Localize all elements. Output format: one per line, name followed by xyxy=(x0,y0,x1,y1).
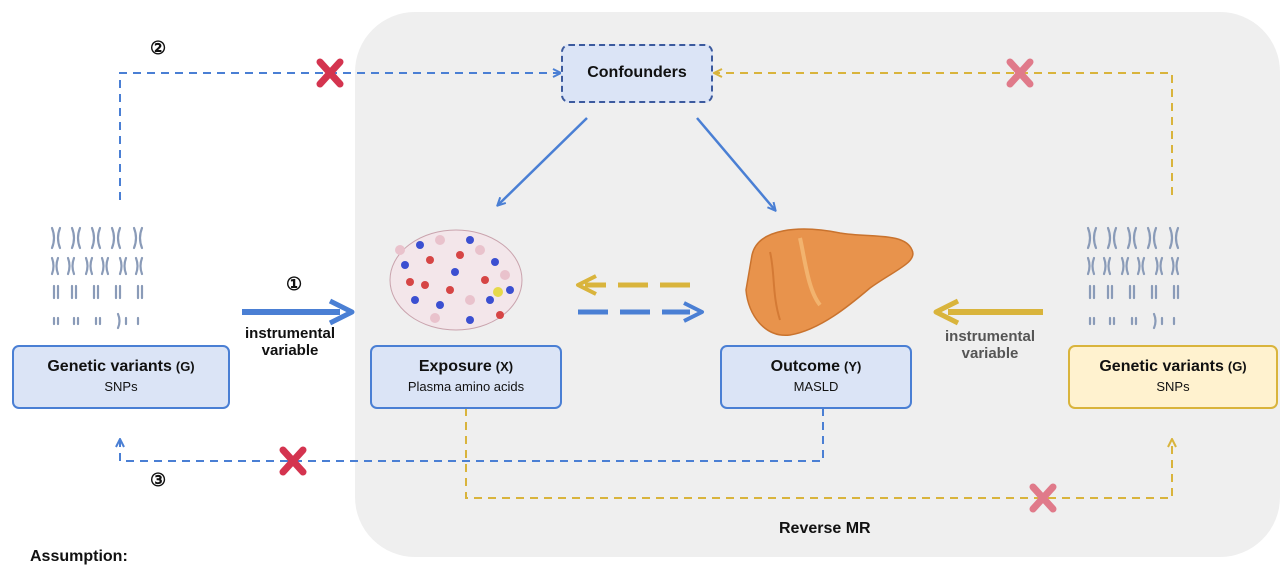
exposure-sub: Plasma amino acids xyxy=(407,379,525,394)
exposure-box: Exposure(X) Plasma amino acids xyxy=(370,345,562,409)
path-exposure-to-right-gv xyxy=(465,408,1172,499)
assumption-label: Assumption: xyxy=(30,548,128,565)
exposure-symbol: (X) xyxy=(495,359,514,374)
assumption-1-marker: ① xyxy=(286,274,303,294)
gv-left-symbol: (G) xyxy=(175,359,195,374)
outcome-box: Outcome (Y) MASLD xyxy=(720,345,912,409)
liver-icon xyxy=(745,228,914,336)
gv-right-sub: SNPs xyxy=(1156,379,1190,394)
exposure-title: Exposure xyxy=(418,358,492,375)
arrow-gv-to-exposure xyxy=(242,298,355,326)
confounders-box: Confounders xyxy=(561,44,713,103)
arrow-right-gv-to-outcome xyxy=(933,298,1043,326)
gv-left-sub: SNPs xyxy=(104,379,138,394)
assumption-3-marker: ③ xyxy=(150,470,167,490)
path-right-gv-to-confounders xyxy=(715,73,1173,195)
cross-icon xyxy=(316,58,344,88)
outcome-symbol: (Y) xyxy=(844,359,862,374)
chromosome-icon xyxy=(50,226,144,330)
chromosome-icon xyxy=(1086,226,1180,330)
confounders-label: Confounders xyxy=(587,64,687,81)
gv-right-symbol: (G) xyxy=(1227,359,1247,374)
arrow-confounders-to-exposure xyxy=(498,117,588,205)
genetic-variants-left-box: Genetic variants(G) SNPs xyxy=(12,345,230,409)
instrumental-variable-left-label: instrumental variable xyxy=(244,325,335,359)
cross-icon xyxy=(1029,483,1057,513)
protein-icon xyxy=(389,229,523,331)
outcome-title: Outcome xyxy=(770,358,840,375)
gv-left-title: Genetic variants xyxy=(47,358,172,375)
arrow-exposure-to-outcome xyxy=(578,301,704,323)
gv-right-title: Genetic variants xyxy=(1099,358,1224,375)
cross-icon xyxy=(279,446,307,476)
arrow-confounders-to-outcome xyxy=(696,117,775,210)
genetic-variants-right-box: Genetic variants(G) SNPs xyxy=(1068,345,1278,409)
cross-icon xyxy=(1006,58,1034,88)
assumption-2-marker: ② xyxy=(150,38,167,58)
instrumental-variable-right-label: instrumental variable xyxy=(944,328,1035,362)
outcome-sub: MASLD xyxy=(793,379,839,394)
path-outcome-to-gv xyxy=(120,408,824,462)
reverse-mr-label: Reverse MR xyxy=(779,520,871,537)
arrow-outcome-to-exposure xyxy=(576,274,690,296)
path-gv-to-confounders xyxy=(119,73,560,200)
